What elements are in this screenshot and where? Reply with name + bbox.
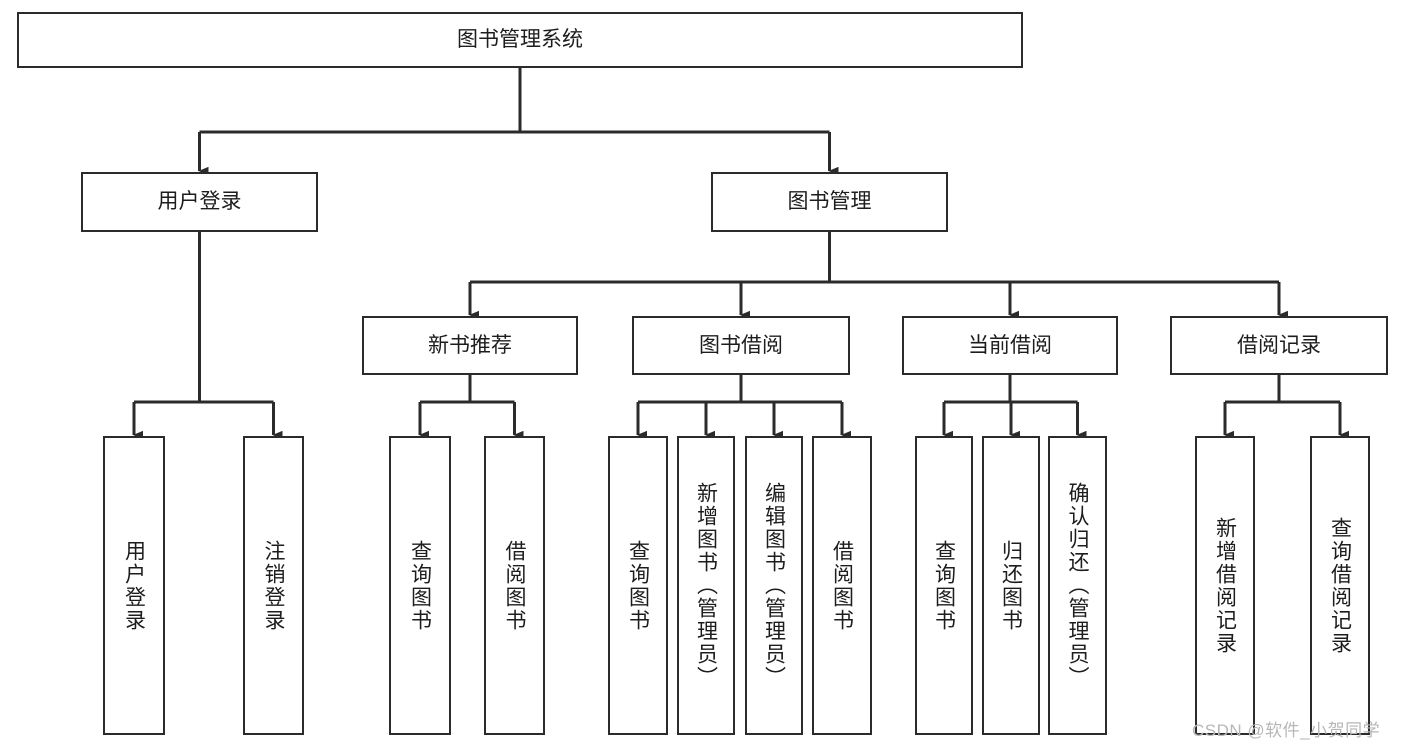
node-leaf-user-logout[interactable]: 注销登录 <box>243 436 304 735</box>
node-label: 图书管理系统 <box>457 28 583 52</box>
node-leaf-borrow-query[interactable]: 查询图书 <box>608 436 668 735</box>
node-label: 查询图书 <box>626 539 650 632</box>
node-label: 借阅图书 <box>830 539 854 632</box>
node-leaf-rec-query[interactable]: 查询图书 <box>389 436 451 735</box>
node-label: 归还图书 <box>999 539 1023 632</box>
node-label: 借阅图书 <box>503 539 526 632</box>
node-label: 编辑图书（管理员） <box>762 482 786 689</box>
node-leaf-rec-add[interactable]: 新增借阅记录 <box>1195 436 1255 735</box>
node-label: 用户登录 <box>157 190 242 214</box>
node-leaf-borrow-add[interactable]: 新增图书（管理员） <box>677 436 735 735</box>
node-current-borrow[interactable]: 当前借阅 <box>902 316 1118 375</box>
node-label: 查询借阅记录 <box>1328 516 1352 655</box>
node-leaf-cur-query[interactable]: 查询图书 <box>915 436 973 735</box>
node-new-book-rec[interactable]: 新书推荐 <box>362 316 578 375</box>
node-label: 借阅记录 <box>1237 333 1321 357</box>
node-book-manage[interactable]: 图书管理 <box>711 172 948 232</box>
node-leaf-user-login[interactable]: 用户登录 <box>103 436 165 735</box>
node-label: 注销登录 <box>262 539 285 632</box>
node-borrow-record[interactable]: 借阅记录 <box>1170 316 1388 375</box>
node-user-login[interactable]: 用户登录 <box>81 172 318 232</box>
node-book-borrow[interactable]: 图书借阅 <box>632 316 850 375</box>
node-label: 查询图书 <box>408 539 432 632</box>
node-label: 新书推荐 <box>428 333 512 357</box>
node-leaf-borrow-edit[interactable]: 编辑图书（管理员） <box>745 436 803 735</box>
node-leaf-rec-search[interactable]: 查询借阅记录 <box>1310 436 1370 735</box>
node-label: 确认归还（管理员） <box>1066 482 1089 689</box>
node-label: 新增图书（管理员） <box>694 482 718 689</box>
node-leaf-rec-borrow[interactable]: 借阅图书 <box>484 436 545 735</box>
node-label: 图书管理 <box>787 190 872 214</box>
node-root[interactable]: 图书管理系统 <box>17 12 1023 68</box>
node-label: 图书借阅 <box>699 333 783 357</box>
node-label: 新增借阅记录 <box>1213 516 1237 655</box>
node-leaf-cur-return[interactable]: 归还图书 <box>982 436 1040 735</box>
node-leaf-cur-confirm[interactable]: 确认归还（管理员） <box>1048 436 1107 735</box>
node-label: 当前借阅 <box>968 333 1052 357</box>
node-leaf-borrow-do[interactable]: 借阅图书 <box>812 436 872 735</box>
node-label: 查询图书 <box>932 539 956 632</box>
node-label: 用户登录 <box>122 539 146 632</box>
